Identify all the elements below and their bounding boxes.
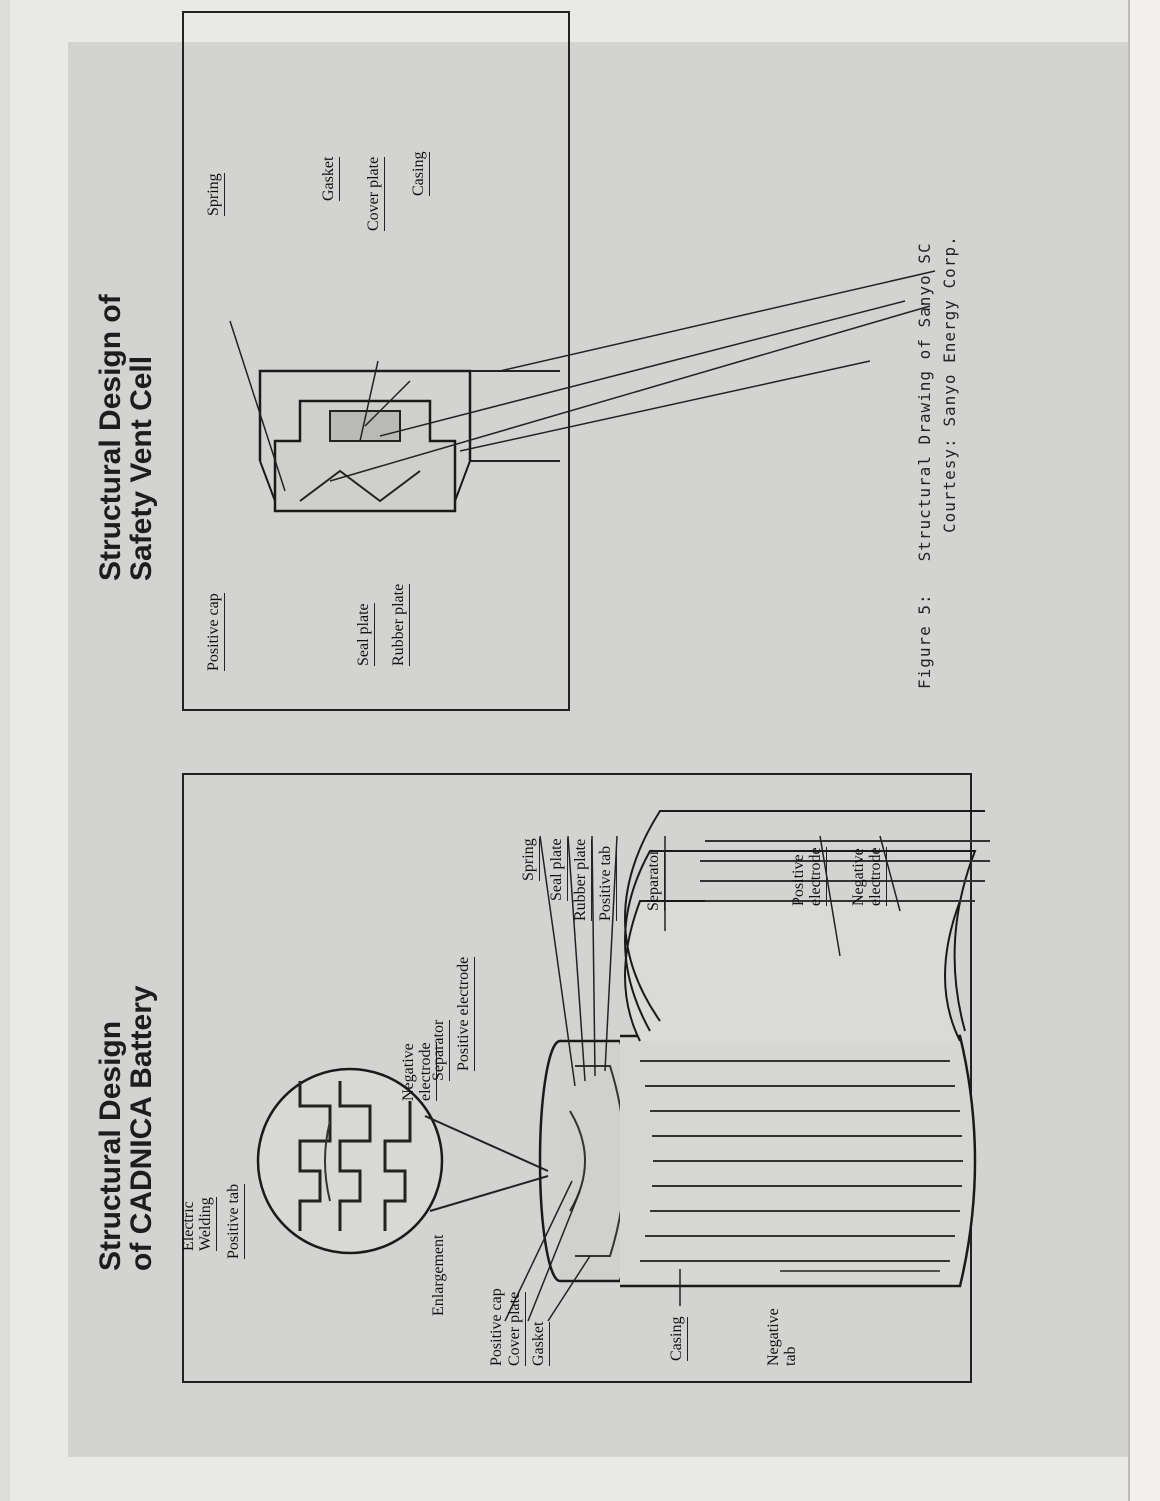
inset-electrode-comb-3	[383, 1101, 412, 1231]
leader-spring	[539, 835, 576, 1087]
label-separator: Separator	[645, 849, 665, 911]
figure-caption-line1: Figure 5: Structural Drawing of Sanyo SC	[915, 242, 934, 689]
unrolled-sheet-1	[624, 900, 962, 1042]
leader-positive-electrode	[819, 835, 841, 957]
vent-spring	[299, 469, 421, 503]
label-casing: Casing	[668, 1316, 688, 1361]
label-positive-electrode-inset: Positive electrode	[455, 956, 475, 1071]
label-electric-welding-2: Welding	[197, 1197, 217, 1251]
vent-casing-shoulder	[259, 460, 471, 502]
vent-leader-positive-cap	[229, 320, 286, 492]
page-left-edge	[0, 0, 10, 1501]
vent-label-positive-cap: Positive cap	[205, 593, 225, 671]
vent-label-seal-plate: Seal plate	[355, 603, 375, 666]
label-positive-tab-inset: Positive tab	[225, 1183, 245, 1259]
unrolled-sheet-edges	[700, 840, 990, 902]
unrolled-sheet-2	[624, 850, 977, 1032]
page-right-margin	[1128, 0, 1160, 1501]
vent-label-gasket: Gasket	[320, 156, 340, 201]
vent-leader-casing	[499, 270, 936, 372]
label-positive-electrode: Positive electrode	[790, 847, 827, 906]
vent-label-rubber-plate: Rubber plate	[390, 583, 410, 666]
leader-cover-plate	[527, 1190, 581, 1322]
leader-rubber-plate	[591, 835, 596, 1077]
label-spring: Spring	[520, 838, 540, 881]
vent-leader-seal-plate	[359, 360, 379, 442]
figure-caption-line2: Courtesy: Sanyo Energy Corp.	[940, 235, 959, 533]
vent-leader-rubber-plate	[364, 380, 411, 427]
unrolled-sheet-3	[624, 810, 985, 1022]
label-enlargement: Enlargement	[430, 1234, 447, 1316]
vent-title-line2: Safety Vent Cell	[125, 355, 158, 581]
vent-diagram-box	[182, 11, 570, 711]
vent-leader-gasket	[459, 360, 871, 452]
vent-leader-cover-plate	[379, 300, 906, 437]
label-separator-inset: Separator	[430, 1019, 450, 1081]
label-rubber-plate: Rubber plate	[572, 838, 592, 921]
inset-electrode-comb-2	[338, 1081, 372, 1231]
leader-positive-tab	[604, 835, 618, 1072]
leader-gasket	[547, 1255, 591, 1322]
vent-label-casing: Casing	[410, 151, 430, 196]
vent-title-line1: Structural Design of	[94, 294, 127, 581]
leader-positive-cap	[504, 1180, 573, 1322]
inset-weld-curve	[324, 1120, 331, 1202]
label-positive-cap: Positive cap	[488, 1288, 505, 1366]
label-positive-tab: Positive tab	[597, 845, 617, 921]
label-negative-tab: Negative tab	[765, 1308, 799, 1366]
vent-label-spring: Spring	[205, 173, 225, 216]
label-positive-electrode-1: Positive	[790, 854, 807, 906]
label-negative-tab-1: Negative	[765, 1308, 782, 1366]
label-positive-electrode-2: electrode	[807, 847, 827, 906]
vent-title: Structural Design of Safety Vent Cell	[94, 294, 158, 581]
enlargement-circle	[256, 1067, 444, 1255]
inset-electrode-comb-1	[298, 1081, 332, 1231]
label-electric-welding: Electric Welding	[180, 1197, 217, 1251]
leader-seal-plate	[567, 835, 586, 1082]
label-negative-electrode: Negative electrode	[850, 847, 887, 906]
vent-leader-spring	[329, 305, 931, 482]
vent-label-cover-plate: Cover plate	[365, 156, 385, 231]
label-gasket: Gasket	[530, 1321, 550, 1366]
label-electric-welding-1: Electric	[180, 1201, 197, 1251]
enlargement-leader-2	[424, 1115, 549, 1172]
leader-negative-electrode	[879, 835, 901, 912]
label-negative-tab-2: tab	[782, 1346, 799, 1366]
enlargement-leader-1	[429, 1175, 549, 1212]
label-seal-plate: Seal plate	[548, 838, 568, 901]
label-negative-electrode-inset-1: Negative	[400, 1043, 417, 1101]
label-negative-electrode-2: electrode	[867, 847, 887, 906]
label-cover-plate: Cover plate	[506, 1291, 526, 1366]
label-negative-electrode-1: Negative	[850, 848, 867, 906]
